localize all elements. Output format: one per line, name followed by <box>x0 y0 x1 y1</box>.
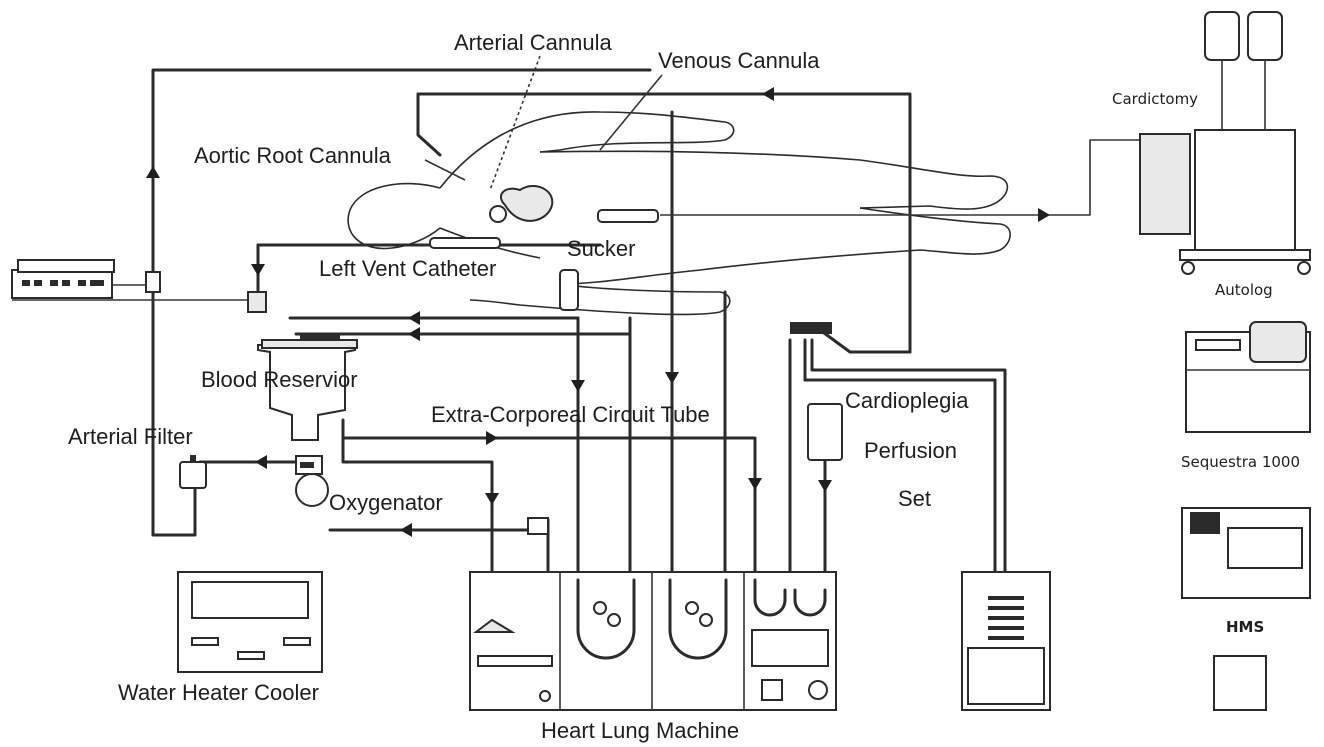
label-autolog: Autolog <box>1215 281 1273 299</box>
label-venous-cannula: Venous Cannula <box>658 48 820 73</box>
label-hms: HMS <box>1226 618 1264 636</box>
arterial-filter <box>179 455 207 489</box>
label-aortic-root-cannula: Aortic Root Cannula <box>194 143 392 168</box>
label-arterial-filter: Arterial Filter <box>68 424 193 449</box>
line-clamp <box>145 271 161 293</box>
pressure-monitor <box>11 259 115 299</box>
label-left-vent-catheter: Left Vent Catheter <box>319 256 496 281</box>
label-sequestra-1000: Sequestra 1000 <box>1181 453 1300 471</box>
label-heart-lung-machine: Heart Lung Machine <box>541 718 739 743</box>
sequestra-device <box>1185 321 1311 433</box>
cardioplegia-console <box>961 571 1051 711</box>
oxygenator <box>295 455 329 507</box>
water-heater-cooler <box>177 571 323 673</box>
autolog-device <box>1139 11 1311 275</box>
label-set: Set <box>898 486 931 511</box>
blood-reservoir <box>247 291 358 441</box>
circuit-lines <box>12 68 1140 642</box>
label-cardictomy: Cardictomy <box>1112 90 1198 108</box>
label-sucker: Sucker <box>567 236 635 261</box>
label-cardioplegia: Cardioplegia <box>845 388 969 413</box>
pump-clamp <box>527 517 549 535</box>
hms-device <box>1181 507 1311 711</box>
label-arterial-cannula: Arterial Cannula <box>454 30 613 55</box>
cannula-pointers <box>424 55 663 311</box>
flow-arrows <box>146 87 1050 537</box>
label-blood-reservior: Blood Reservior <box>201 367 358 392</box>
label-water-heater-cooler: Water Heater Cooler <box>118 680 319 705</box>
heart-lung-machine <box>469 571 837 711</box>
label-oxygenator: Oxygenator <box>329 490 443 515</box>
label-extra-corporeal-circuit-tube: Extra-Corporeal Circuit Tube <box>431 402 710 427</box>
patient-figure <box>347 111 1011 316</box>
cardioplegia-bag <box>790 322 843 461</box>
label-perfusion: Perfusion <box>864 438 957 463</box>
